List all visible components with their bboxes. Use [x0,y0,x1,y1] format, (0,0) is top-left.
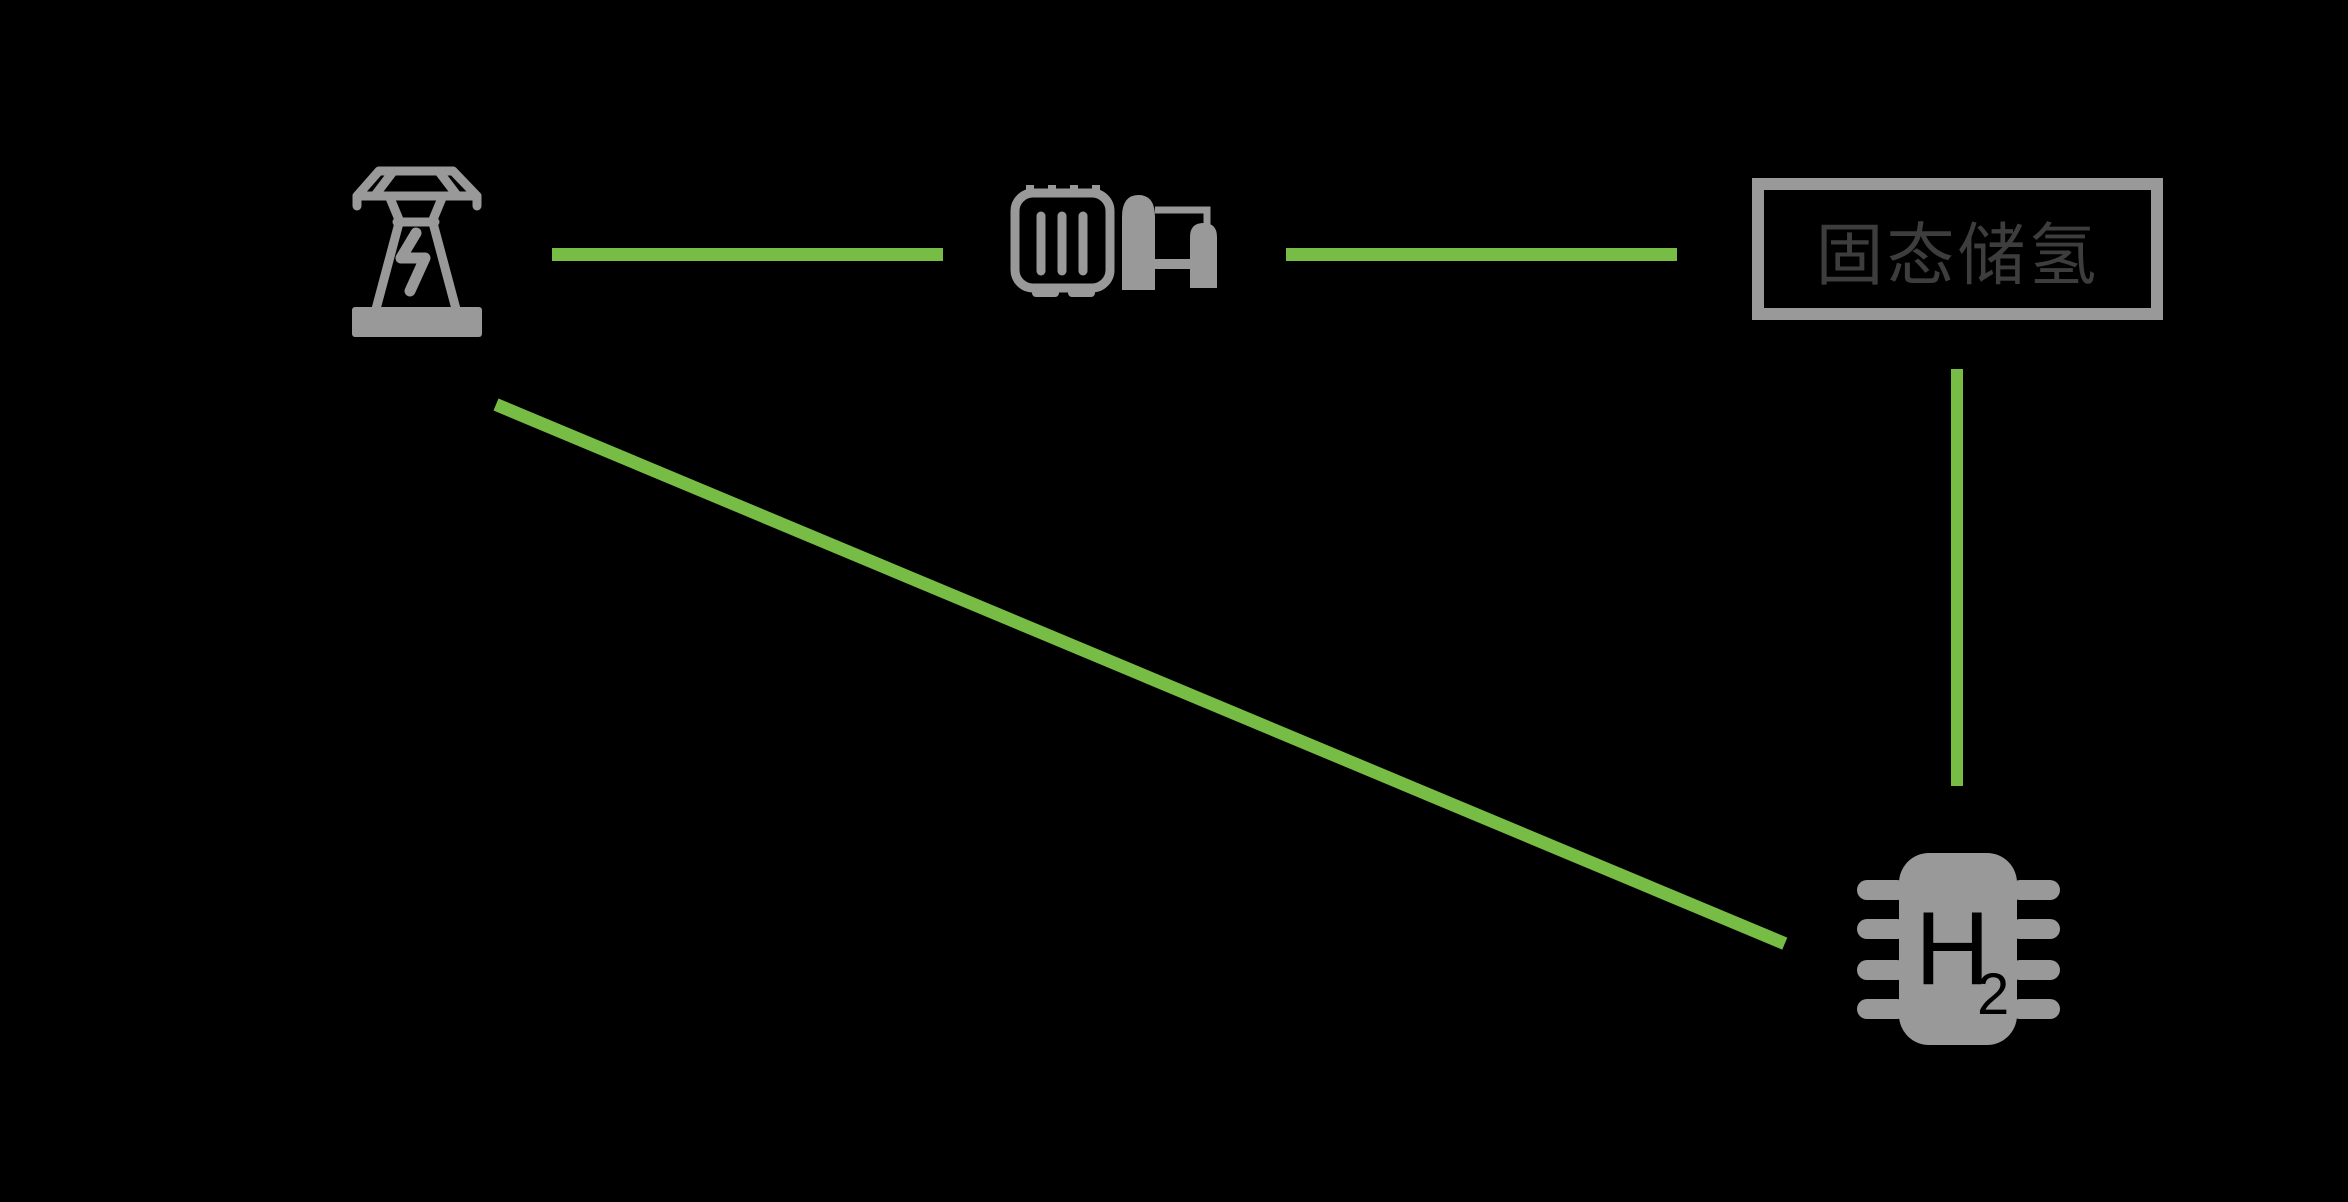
tank-connector-bar [1155,259,1193,269]
solid-hydrogen-storage-box: 固态储氢 [1752,178,2163,320]
edge-storage-to-chip [1951,369,1963,786]
electrolyzer-cells [1036,211,1088,276]
edge-electrolyzer-to-storage [1286,248,1677,261]
tower-brace-right [435,168,461,199]
tank-pipe [1155,206,1211,225]
chip-h-label: H [1915,891,1990,1007]
chip-pins [1857,880,2060,1019]
h2-chip-icon: H 2 [1857,853,2060,1045]
chip-body [1899,853,2017,1045]
tower-leg-left [371,218,404,314]
gas-cylinder [1190,223,1217,288]
storage-tank [1122,195,1155,290]
chip-sub2-label: 2 [1977,962,2009,1027]
tower-brace-left [371,168,397,199]
tower-leg-right [428,218,461,314]
lightning-bolt-icon [395,227,431,297]
transmission-tower-icon [352,166,482,337]
tower-crossarm [352,166,482,201]
electrolyzer-body [1010,188,1115,293]
electrolyzer-tank-icon [1010,185,1217,297]
edge-grid-to-chip [493,398,1788,950]
storage-box-label: 固态储氢 [1815,217,2100,294]
tower-base [352,307,482,337]
edge-grid-to-electrolyzer [552,248,943,261]
